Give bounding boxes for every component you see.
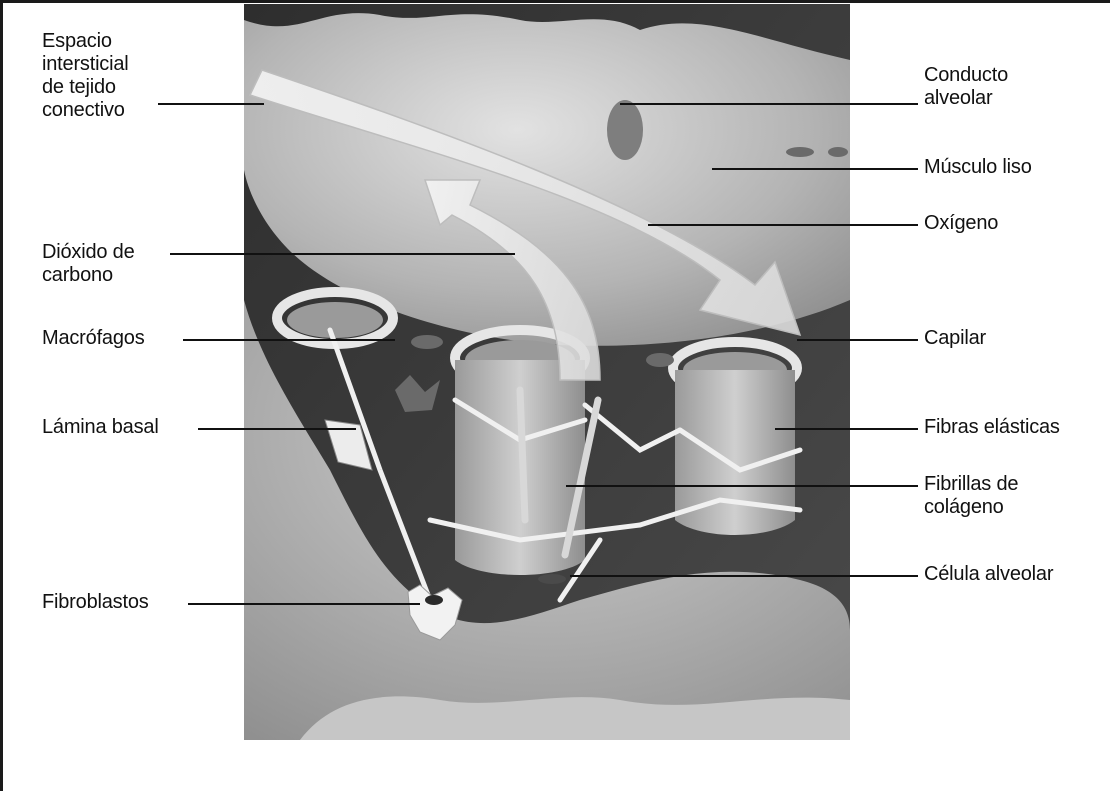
label-espacio-intersticial: Espacio intersticial de tejido conectivo xyxy=(42,30,129,122)
label-fibroblastos: Fibroblastos xyxy=(42,591,149,614)
leader-fibrillas xyxy=(566,485,918,487)
label-fibras-elasticas: Fibras elásticas xyxy=(924,416,1060,439)
leader-fibras xyxy=(775,428,918,430)
label-musculo-liso: Músculo liso xyxy=(924,156,1032,179)
alveolar-cell-nucleus xyxy=(538,574,566,584)
leader-celula xyxy=(570,575,918,577)
alveolar-duct-opening xyxy=(607,100,643,160)
leader-oxigeno xyxy=(648,224,918,226)
leader-macrofagos xyxy=(183,339,395,341)
label-oxigeno: Oxígeno xyxy=(924,212,998,235)
leader-lamina xyxy=(198,428,356,430)
label-dioxido-de-carbono: Dióxido de carbono xyxy=(42,241,135,287)
leader-conducto xyxy=(620,103,918,105)
label-conducto-alveolar: Conducto alveolar xyxy=(924,64,1008,110)
leader-capilar xyxy=(797,339,918,341)
leader-musculo xyxy=(712,168,918,170)
leader-dioxido xyxy=(170,253,515,255)
label-lamina-basal: Lámina basal xyxy=(42,416,159,439)
label-macrofagos: Macrófagos xyxy=(42,327,145,350)
leader-fibroblastos xyxy=(188,603,420,605)
label-capilar: Capilar xyxy=(924,327,986,350)
alveolar-base-bulge xyxy=(300,696,850,740)
label-fibrillas-de-colageno: Fibrillas de colágeno xyxy=(924,473,1018,519)
label-celula-alveolar: Célula alveolar xyxy=(924,563,1053,586)
leader-espacio xyxy=(158,103,264,105)
